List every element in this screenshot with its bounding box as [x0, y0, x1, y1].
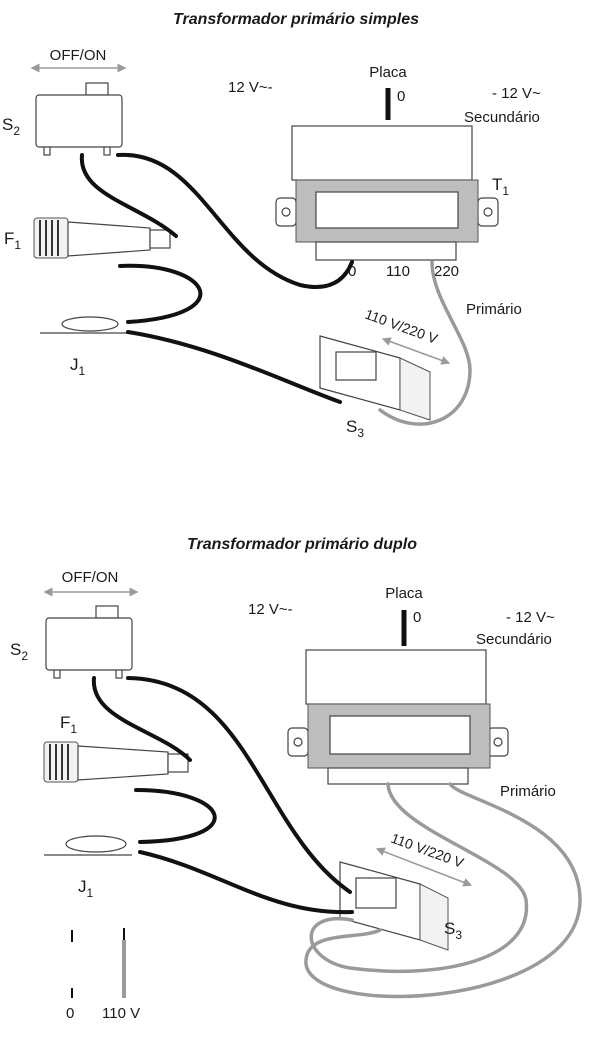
placa-label-2: Placa [385, 585, 423, 602]
wire2-s2-s3 [126, 676, 352, 894]
placa-label: Placa [369, 64, 407, 81]
t1-label: T1 [492, 175, 509, 198]
tap-220: 220 [434, 263, 459, 280]
s2-label: S2 [2, 115, 20, 138]
s3-label: S3 [346, 417, 364, 440]
switch-s2-top: OFF/ON S2 [2, 47, 127, 156]
switch-s3-bottom: 110 V/220 V S3 [339, 830, 473, 951]
legend-110: 110 V [102, 1005, 140, 1022]
secundario-label-2: Secundário [476, 631, 552, 648]
wire-fuse-jack [118, 263, 203, 324]
diagram2-title: Transformador primário duplo [187, 536, 417, 553]
voltage-right: - 12 V~ [492, 85, 541, 102]
wire2-s2-f1 [91, 676, 192, 762]
tap-0: 0 [348, 263, 356, 280]
primario-label-2: Primário [500, 783, 556, 800]
transformer-t1: Placa 0 12 V~- - 12 V~ Secundário T1 0 1… [228, 64, 541, 318]
primario-label: Primário [466, 301, 522, 318]
wire2-jack-s3 [138, 850, 354, 915]
placa-zero-2: 0 [413, 609, 421, 626]
wire-legend: 0 110 V [66, 928, 140, 1022]
s2-offon-label-2: OFF/ON [62, 569, 119, 586]
transformer-top [291, 125, 473, 181]
s2-body-2 [45, 617, 133, 671]
transformer-bottom: Placa 0 12 V~- - 12 V~ Secundário Primár… [248, 585, 556, 800]
jack-j1-bottom: J1 [44, 835, 132, 900]
secundario-label: Secundário [464, 109, 540, 126]
s2-label-2: S2 [10, 640, 28, 663]
fuse-f1-bottom: F1 [43, 713, 189, 783]
fuse-f1-top: F1 [4, 217, 171, 259]
placa-zero: 0 [397, 88, 405, 105]
s2-actuator [85, 82, 109, 96]
s3-label-2: S3 [444, 919, 462, 942]
tap-110: 110 [386, 263, 410, 280]
voltage-selector-label: 110 V/220 V [363, 306, 441, 347]
voltage-selector-label-2: 110 V/220 V [389, 830, 467, 871]
switch-s3-top: 110 V/220 V S3 [319, 306, 451, 440]
switch-s2-bottom: OFF/ON S2 [10, 569, 139, 679]
wire-jack-s3 [126, 330, 342, 404]
wire2-primary-a [309, 782, 529, 974]
wire-primary-s3 [378, 260, 472, 426]
j1-label: J1 [70, 355, 86, 378]
s2-body [35, 94, 123, 148]
wire2-fuse-jack [134, 788, 217, 844]
wire-s2-transformer [116, 152, 354, 289]
fuse-body [67, 221, 151, 257]
f1-label: F1 [4, 229, 21, 252]
diagram-primary-single: Transformador primário simples OFF/ON S2… [2, 11, 541, 440]
j1-label-2: J1 [78, 877, 94, 900]
voltage-left: 12 V~- [228, 79, 273, 96]
wire-s2-f1 [79, 153, 178, 238]
s2-offon-label: OFF/ON [50, 47, 107, 64]
voltage-right-2: - 12 V~ [506, 609, 555, 626]
diagram1-title: Transformador primário simples [173, 11, 419, 28]
f1-label-2: F1 [60, 713, 77, 736]
legend-zero: 0 [66, 1005, 74, 1022]
jack-j1-top: J1 [40, 316, 128, 378]
wire2-primary-b [304, 782, 582, 999]
voltage-left-2: 12 V~- [248, 601, 293, 618]
diagram-primary-double: Transformador primário duplo OFF/ON S2 F… [10, 536, 582, 1022]
jack-j1-body [61, 316, 119, 332]
